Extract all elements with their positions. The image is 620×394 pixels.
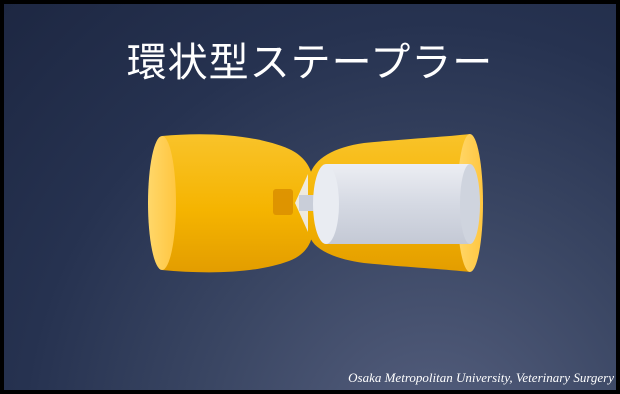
intestine-segment-left-icon (148, 134, 312, 273)
credit-text: Osaka Metropolitan University, Veterinar… (348, 370, 614, 385)
slide-title: 環状型ステープラー (126, 40, 494, 86)
circular-stapler-icon (313, 164, 480, 244)
slide: 環状型ステープラー (4, 4, 616, 390)
circular-stapler-illustration (148, 134, 483, 273)
